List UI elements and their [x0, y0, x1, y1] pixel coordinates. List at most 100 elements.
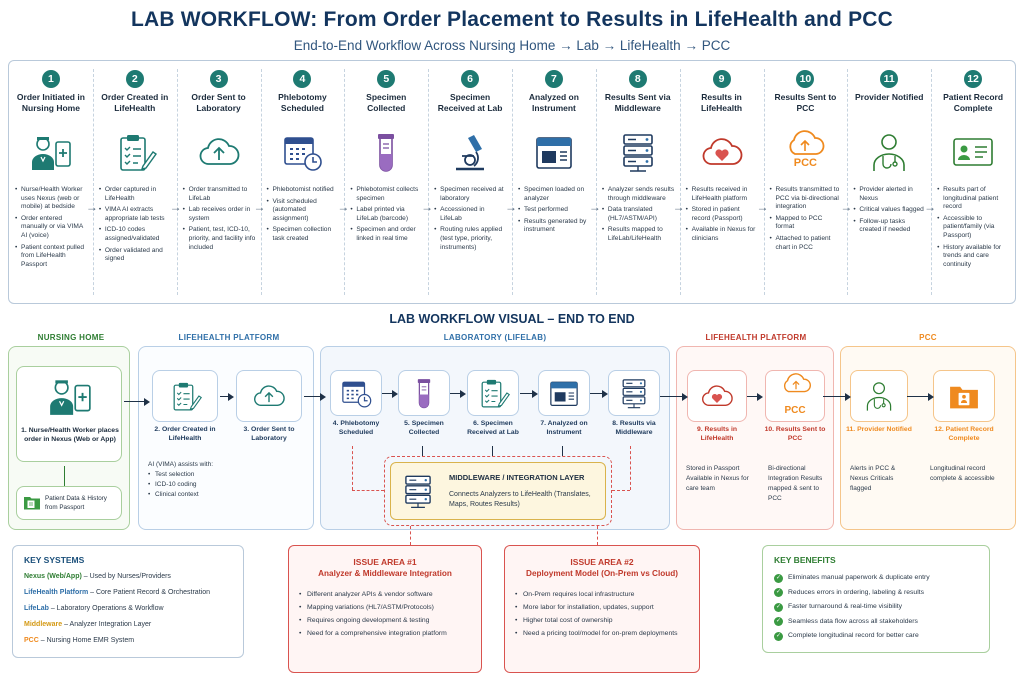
zone-label-laboratory: LABORATORY (LIFELAB): [443, 333, 547, 342]
received-label: 6. Specimen Received at Lab: [467, 420, 519, 436]
order-sent-node: 3. Order Sent to Laboratory: [234, 370, 304, 443]
provider-note: Alerts in PCC & Nexus Criticals flagged: [850, 465, 896, 492]
step-divider: [512, 69, 513, 295]
step-bullet: Data translated (HL7/ASTM/API): [601, 206, 675, 223]
key-system-name: LifeHealth Platform: [24, 589, 89, 596]
zone-label-pcc: PCC: [919, 333, 937, 342]
benefit-item: Reduces errors in ordering, labeling & r…: [774, 586, 989, 601]
step-number: 5: [377, 70, 396, 88]
step-number: 12: [964, 70, 983, 88]
cloud-heart-icon: [700, 379, 734, 413]
key-benefits-panel: KEY BENEFITS Eliminates manual paperwork…: [762, 545, 990, 653]
step-title: Specimen Collected: [366, 92, 407, 113]
provider-node: 11. Provider Notified: [846, 370, 912, 435]
step-title: Phlebotomy Scheduled: [278, 92, 327, 113]
flow-arrow: [304, 392, 326, 401]
step-divider: [679, 69, 681, 295]
middleware-layer: MIDDLEWARE / INTEGRATION LAYER Connects …: [390, 462, 606, 520]
issue-item: Mapping variations (HL7/ASTM/Protocols): [299, 601, 481, 614]
step-number: 8: [628, 70, 647, 88]
step-bullet: Provider alerted in Nexus: [852, 186, 926, 203]
issue-item: On-Prem requires local infrastructure: [515, 588, 699, 601]
middleware-results-node: 8. Results via Middleware: [604, 370, 664, 437]
provider-label: 11. Provider Notified: [846, 426, 912, 433]
analyzed-node: 7. Analyzed on Instrument: [534, 370, 594, 437]
step-arrow-icon: →: [253, 200, 266, 214]
pcc-cloud-icon: PCC: [783, 130, 827, 174]
zone-label-nursing-home: NURSING HOME: [37, 333, 105, 342]
record-note: Longitudinal record complete & accessibl…: [930, 465, 995, 482]
step-divider: [176, 69, 178, 295]
test-tube-icon: [407, 376, 441, 410]
step-number: 2: [125, 70, 144, 88]
connector-dashed: [352, 490, 384, 491]
step-bullet: History available for trends and care co…: [936, 244, 1010, 270]
issue-item: More labor for installation, updates, su…: [515, 601, 699, 614]
key-systems-panel: KEY SYSTEMS Nexus (Web/App) – Used by Nu…: [12, 545, 244, 658]
zone-label-lifehealth-right: LIFEHEALTH PLATFORM: [705, 333, 807, 342]
step-title: Patient Record Complete: [943, 92, 1004, 113]
key-system-desc: – Core Patient Record & Orchestration: [90, 589, 210, 596]
collected-node: 5. Specimen Collected: [394, 370, 454, 437]
step-title: Analyzed on Instrument: [528, 92, 579, 113]
middleware-dashed-border: [384, 456, 612, 526]
benefit-item: Seamless data flow across all stakeholde…: [774, 615, 989, 630]
step-arrow-icon: →: [85, 200, 98, 214]
doctor-icon: [862, 379, 896, 413]
step-bullet: Results transmitted to PCC via bi-direct…: [769, 186, 843, 212]
step-bullet: ICD-10 codes assigned/validated: [98, 226, 172, 243]
connector: [422, 446, 423, 456]
key-system-name: LifeLab: [24, 605, 49, 612]
results-lh-label: 9. Results in LifeHealth: [696, 426, 738, 442]
doctor-icon: [867, 130, 911, 174]
middleware-desc: Connects Analyzers to LifeHealth (Transl…: [449, 491, 591, 508]
issue-subtitle: Analyzer & Middleware Integration: [318, 569, 452, 578]
microscope-icon: [448, 130, 492, 174]
ai-note-item: ICD-10 coding: [148, 480, 308, 490]
cloud-upload-icon: [197, 130, 241, 174]
step-bullet: Test performed: [517, 206, 591, 215]
clipboard-icon: [168, 379, 202, 413]
step-bullet: Order entered manually or via VIMA AI (v…: [14, 215, 88, 241]
nurse-tablet-icon: [47, 373, 93, 419]
step-bullet: Attached to patient chart in PCC: [769, 235, 843, 252]
step-divider: [428, 69, 430, 295]
analyzer-icon: [532, 130, 576, 174]
step-number: 6: [461, 70, 480, 88]
step-arrow-icon: →: [924, 200, 937, 214]
step-divider: [847, 69, 849, 295]
benefit-item: Eliminates manual paperwork & duplicate …: [774, 571, 989, 586]
collected-label: 5. Specimen Collected: [404, 420, 444, 436]
order-created-label: 2. Order Created in LifeHealth: [154, 426, 216, 442]
step-arrow-icon: →: [505, 200, 517, 214]
step-title: Order Created in LifeHealth: [101, 92, 169, 113]
pcc-icon-text: PCC: [784, 405, 806, 416]
connector-dashed: [630, 446, 631, 490]
flow-arrow: [220, 392, 234, 401]
nurse-node: 1. Nurse/Health Worker places order in N…: [16, 366, 122, 462]
record-node: 12. Patient Record Complete: [926, 370, 1002, 443]
step-bullet: Available in Nexus for clinicians: [685, 226, 759, 243]
analyzed-label: 7. Analyzed on Instrument: [540, 420, 588, 436]
key-system-name: PCC: [24, 637, 39, 644]
step-bullet: Stored in patient record (Passport): [685, 206, 759, 223]
connector-dashed: [612, 490, 630, 491]
step-title: Results in LifeHealth: [701, 92, 743, 113]
step-bullet: Order captured in LifeHealth: [98, 186, 172, 203]
issue-area-2: ISSUE AREA #2 Deployment Model (On-Prem …: [504, 545, 700, 673]
calendar-clock-icon: [280, 130, 324, 174]
cloud-upload-icon: [252, 379, 286, 413]
passport-connector: [64, 466, 65, 486]
benefit-item: Faster turnaround & real-time visibility: [774, 600, 989, 615]
step-bullet: Analyzer sends results through middlewar…: [601, 186, 675, 203]
step-bullet: Lab receives order in system: [182, 206, 256, 223]
step-divider: [595, 69, 597, 295]
step-bullet: Patient, test, ICD-10, priority, and fac…: [182, 226, 256, 252]
flow-arrow: [450, 389, 466, 398]
